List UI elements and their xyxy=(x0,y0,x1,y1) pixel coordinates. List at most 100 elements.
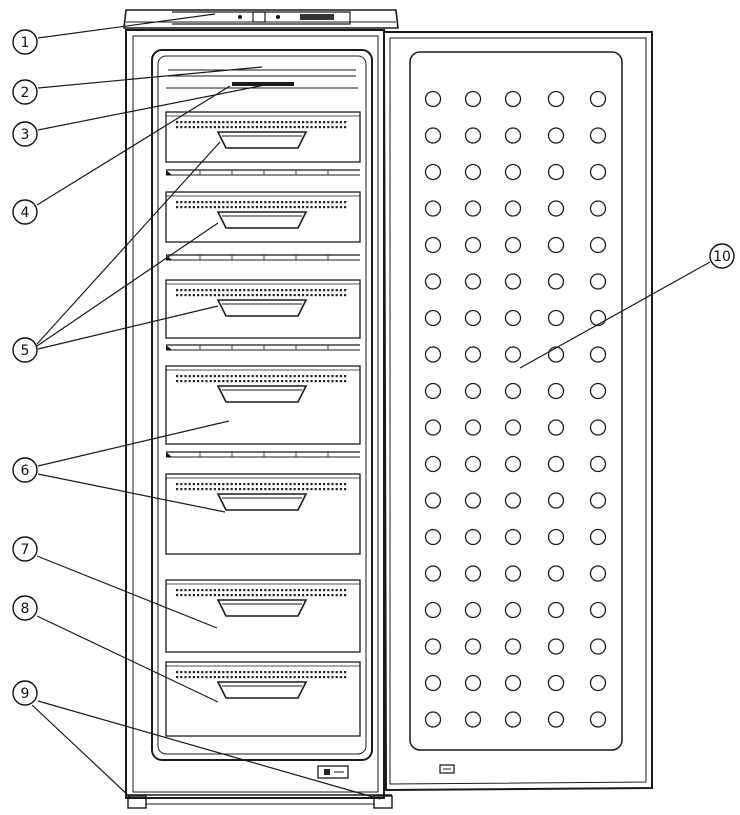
leader-line xyxy=(36,141,221,345)
door-dimple xyxy=(464,674,482,692)
callout-number: 6 xyxy=(21,463,30,479)
callout-number: 3 xyxy=(21,127,30,143)
door-dimple xyxy=(547,236,565,254)
door-dimple xyxy=(504,601,522,619)
door-dimple xyxy=(589,127,607,144)
drawer-handle xyxy=(216,211,308,229)
door-dimple xyxy=(589,674,607,692)
drawers xyxy=(165,111,361,737)
door-dimple xyxy=(547,565,565,582)
door-dimple xyxy=(464,382,482,400)
callout-circle xyxy=(12,680,38,706)
door-dimple xyxy=(424,200,442,217)
door-dimple xyxy=(424,601,442,619)
door-dimple xyxy=(547,492,565,509)
leader-line xyxy=(37,473,226,513)
shelf xyxy=(166,451,360,458)
door-dimple xyxy=(504,382,522,400)
door-dimple xyxy=(424,236,442,254)
callout-7: 7 xyxy=(12,536,218,629)
door-dimple xyxy=(547,346,565,363)
drawer-handle xyxy=(216,493,308,511)
door-dimple xyxy=(547,273,565,290)
shelf xyxy=(166,254,360,261)
callout-3: 3 xyxy=(12,83,271,147)
door-dimple xyxy=(547,674,565,692)
door xyxy=(382,31,653,792)
door-dimple xyxy=(424,90,442,108)
leader-line xyxy=(37,420,230,467)
drawer xyxy=(165,279,361,339)
drawer xyxy=(165,111,361,163)
door-dimple xyxy=(547,200,565,217)
door-dimple xyxy=(464,273,482,290)
leader-line xyxy=(31,704,131,798)
callout-10: 10 xyxy=(519,243,735,369)
callout-number: 8 xyxy=(21,601,30,617)
callout-number: 5 xyxy=(21,343,30,359)
door-dimple xyxy=(464,565,482,582)
callout-circle xyxy=(709,243,735,269)
door-dimple xyxy=(589,711,607,728)
door-dimple xyxy=(589,163,607,181)
drawer-handle xyxy=(216,681,308,699)
door-dimple xyxy=(424,346,442,363)
door-dimple xyxy=(424,309,442,327)
callout-circle xyxy=(12,457,38,483)
door-dimple xyxy=(589,601,607,619)
door-dimple xyxy=(424,638,442,655)
door-dimple xyxy=(547,711,565,728)
door-dimple xyxy=(464,236,482,254)
callout-circle xyxy=(12,199,38,225)
door-dimple xyxy=(547,528,565,546)
door-dimple xyxy=(547,638,565,655)
door-dimple xyxy=(547,127,565,144)
door-dimple xyxy=(547,601,565,619)
leader-line xyxy=(36,555,218,629)
door-dimple xyxy=(547,309,565,327)
callout-number: 2 xyxy=(21,85,30,101)
door-dimple xyxy=(464,638,482,655)
door-dimple xyxy=(547,455,565,473)
thermostat-bar xyxy=(232,82,294,86)
door-dimple xyxy=(464,309,482,327)
door-dimple xyxy=(504,455,522,473)
door-dimple xyxy=(589,382,607,400)
control-buttons xyxy=(300,14,334,20)
foot-right xyxy=(373,795,393,809)
drawer-handle xyxy=(216,131,308,149)
drawer xyxy=(165,191,361,243)
door-dimple xyxy=(464,163,482,181)
door-dimple xyxy=(547,163,565,181)
door-dimple xyxy=(424,273,442,290)
top-light-area xyxy=(166,69,358,89)
door-dimple xyxy=(504,638,522,655)
control-knob xyxy=(252,11,266,23)
callout-circle xyxy=(12,121,38,147)
callout-number: 4 xyxy=(21,205,30,221)
leader-line xyxy=(37,700,381,800)
callout-circle xyxy=(12,595,38,621)
door-dimple xyxy=(464,90,482,108)
door-dimple xyxy=(504,565,522,582)
door-dimple xyxy=(504,163,522,181)
leader-line xyxy=(37,66,263,89)
door-dimple xyxy=(589,309,607,327)
door-dimple xyxy=(589,90,607,108)
callout-6: 6 xyxy=(12,420,230,513)
drawer-handle xyxy=(216,385,308,403)
door-dimple xyxy=(589,346,607,363)
door-dimple xyxy=(547,419,565,436)
door-dimple xyxy=(464,200,482,217)
door-dimple xyxy=(424,565,442,582)
leader-line xyxy=(37,13,216,39)
door-dimple xyxy=(424,382,442,400)
door-dimple xyxy=(504,419,522,436)
drawer xyxy=(165,365,361,445)
door-dimple xyxy=(589,528,607,546)
door-dimple xyxy=(424,711,442,728)
indicator-light-icon xyxy=(238,15,242,19)
drawer xyxy=(165,579,361,653)
